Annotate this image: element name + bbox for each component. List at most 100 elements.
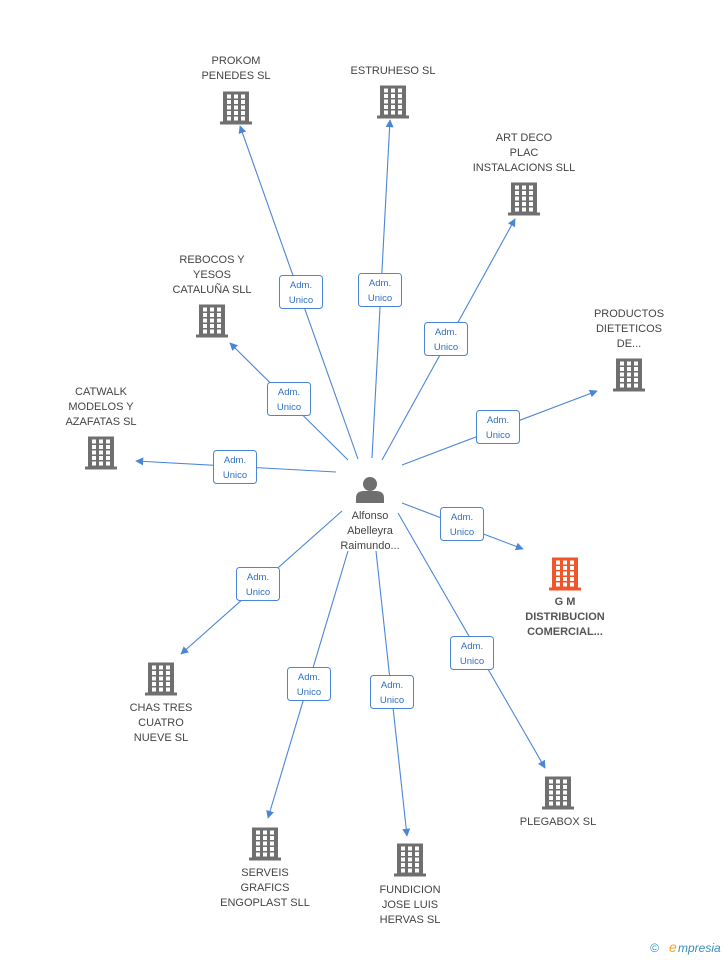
company-node-rebocos[interactable]: REBOCOS Y YESOS CATALUÑA SLL — [172, 254, 252, 338]
relation-badge-frame — [267, 382, 311, 416]
company-name-line: REBOCOS Y — [179, 254, 245, 266]
relation-label: Unico — [434, 342, 458, 353]
company-name-line: AZAFATAS SL — [65, 416, 136, 428]
company-name-line: CATWALK — [75, 386, 128, 398]
company-name-line: CUATRO — [138, 717, 184, 729]
company-name-line: DE... — [617, 338, 641, 350]
company-name-line: COMERCIAL... — [527, 626, 603, 638]
company-name-line: G M — [555, 596, 576, 608]
relation-badge-chas[interactable]: Adm. Unico — [236, 567, 280, 601]
relation-badge-frame — [213, 450, 257, 484]
relation-label: Unico — [246, 587, 270, 598]
relation-badge-serveis[interactable]: Adm. Unico — [287, 667, 331, 701]
relation-badge-frame — [370, 675, 414, 709]
company-name-line: SERVEIS — [241, 867, 289, 879]
company-node-catwalk[interactable]: CATWALK MODELOS Y AZAFATAS SL — [65, 386, 137, 470]
building-icon — [542, 776, 574, 810]
relation-label: Unico — [289, 295, 313, 306]
building-icon — [220, 91, 252, 125]
company-node-productos[interactable]: PRODUCTOS DIETETICOS DE... — [594, 308, 664, 392]
relation-label: Adm. — [461, 641, 483, 652]
company-name-line: DISTRIBUCION — [525, 611, 605, 623]
relation-label: Adm. — [369, 278, 391, 289]
person-name-line: Raimundo... — [340, 540, 399, 552]
relation-badge-frame — [287, 667, 331, 701]
copyright-icon: © — [650, 941, 659, 955]
relation-badge-productos[interactable]: Adm. Unico — [476, 410, 520, 444]
building-icon — [394, 843, 426, 877]
relation-badge-frame — [236, 567, 280, 601]
company-name-line: CATALUÑA SLL — [172, 283, 251, 296]
relation-label: Adm. — [298, 672, 320, 683]
building-icon — [377, 85, 409, 119]
relation-badge-prokom[interactable]: Adm. Unico — [279, 275, 323, 309]
company-name-line: HERVAS SL — [380, 914, 441, 926]
relation-label: Adm. — [278, 387, 300, 398]
company-name-line: PROKOM — [212, 55, 261, 67]
relation-label: Adm. — [435, 327, 457, 338]
relation-badge-frame — [279, 275, 323, 309]
relation-badge-catwalk[interactable]: Adm. Unico — [213, 450, 257, 484]
relation-label: Adm. — [247, 572, 269, 583]
company-name-line: DIETETICOS — [596, 323, 662, 335]
relation-label: Unico — [277, 402, 301, 413]
relation-badge-plegabox[interactable]: Adm. Unico — [450, 636, 494, 670]
person-icon — [356, 477, 384, 503]
building-icon — [85, 436, 117, 470]
company-name-line: NUEVE SL — [134, 732, 188, 744]
company-name-line: JOSE LUIS — [382, 899, 438, 911]
relation-label: Unico — [450, 527, 474, 538]
company-node-prokom[interactable]: PROKOM PENEDES SL — [201, 55, 271, 125]
company-name-line: ESTRUHESO SL — [351, 65, 436, 77]
company-name-line: PENEDES SL — [201, 70, 270, 82]
relation-label: Unico — [297, 687, 321, 698]
company-name-line: ENGOPLAST SLL — [220, 897, 310, 909]
logo-initial: e — [669, 939, 677, 955]
company-node-plegabox[interactable]: PLEGABOX SL — [520, 776, 596, 829]
person-name-line: Alfonso — [352, 510, 389, 522]
company-name-line: INSTALACIONS SLL — [473, 162, 576, 174]
company-node-art-deco[interactable]: ART DECO PLAC INSTALACIONS SLL — [473, 132, 576, 216]
relation-label: Adm. — [224, 455, 246, 466]
relation-label: Unico — [368, 293, 392, 304]
relation-label: Unico — [223, 470, 247, 481]
relation-label: Adm. — [487, 415, 509, 426]
company-node-fundicion[interactable]: FUNDICION JOSE LUIS HERVAS SL — [379, 843, 441, 927]
company-name-line: YESOS — [193, 269, 231, 281]
relation-badge-frame — [358, 273, 402, 307]
company-node-chas[interactable]: CHAS TRES CUATRO NUEVE SL — [130, 662, 193, 745]
company-name-line: FUNDICION — [379, 884, 440, 896]
company-name-line: MODELOS Y — [68, 401, 134, 413]
relation-label: Unico — [380, 695, 404, 706]
logo-text: mpresia — [678, 941, 721, 955]
company-node-estruheso[interactable]: ESTRUHESO SL — [351, 65, 436, 119]
company-name-line: PLAC — [510, 147, 539, 159]
company-name-line: PLEGABOX SL — [520, 816, 596, 828]
relation-badge-fundicion[interactable]: Adm.Unico — [370, 675, 414, 709]
company-name-line: PRODUCTOS — [594, 308, 664, 320]
relation-badge-frame — [424, 322, 468, 356]
relation-label: Unico — [460, 656, 484, 667]
relation-label: Adm. — [451, 512, 473, 523]
relation-badge-frame — [440, 507, 484, 541]
relation-badge-frame — [476, 410, 520, 444]
company-node-gm[interactable]: G M DISTRIBUCION COMERCIAL... — [525, 557, 605, 639]
building-icon — [549, 557, 581, 591]
building-icon — [508, 182, 540, 216]
relation-label: Adm. — [290, 280, 312, 291]
building-icon — [249, 827, 281, 861]
company-name-line: ART DECO — [496, 132, 553, 144]
relation-badge-estruheso[interactable]: Adm. Unico — [358, 273, 402, 307]
relation-label: Unico — [486, 430, 510, 441]
person-node[interactable]: AlfonsoAbelleyraRaimundo... — [340, 477, 400, 552]
person-name-line: Abelleyra — [347, 525, 394, 537]
relation-badge-rebocos[interactable]: Adm. Unico — [267, 382, 311, 416]
relation-badge-frame — [450, 636, 494, 670]
relation-badge-art-deco[interactable]: Adm. Unico — [424, 322, 468, 356]
company-name-line: CHAS TRES — [130, 702, 193, 714]
relation-badge-gm[interactable]: Adm. Unico — [440, 507, 484, 541]
building-icon — [196, 304, 228, 338]
building-icon — [145, 662, 177, 696]
